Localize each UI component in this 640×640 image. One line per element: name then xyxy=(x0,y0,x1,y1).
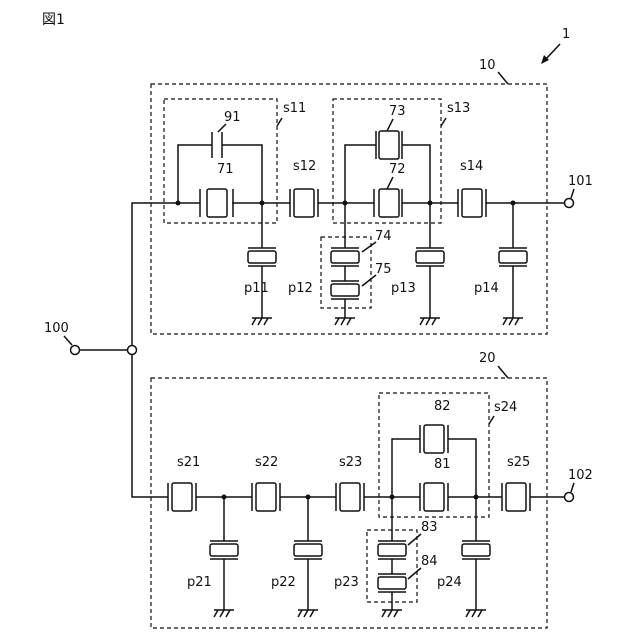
common-port-leader xyxy=(64,336,72,345)
filter-20-ref: 20 xyxy=(479,351,496,366)
element-73-leader xyxy=(387,119,393,131)
resonator-p13 xyxy=(416,248,444,266)
port-101-terminal[interactable] xyxy=(565,199,574,208)
port-102-label: 102 xyxy=(568,468,593,483)
element-72-label: 72 xyxy=(389,162,406,177)
element-83-label: 83 xyxy=(421,520,438,535)
element-81-label: 81 xyxy=(434,457,451,472)
s22-label: s22 xyxy=(255,455,278,470)
ground-icon-p23 xyxy=(382,610,402,617)
s11-label: s11 xyxy=(283,101,306,116)
element-74-label: 74 xyxy=(375,229,392,244)
s24-leader xyxy=(489,416,494,424)
resonator-s12 xyxy=(290,189,318,217)
ground-icon-p24 xyxy=(466,610,486,617)
ground-icon-p22 xyxy=(298,610,318,617)
element-75-label: 75 xyxy=(375,262,392,277)
element-83-leader xyxy=(408,534,421,545)
resonator-s25 xyxy=(502,483,530,511)
port-101-label: 101 xyxy=(568,174,593,189)
resonator-s22 xyxy=(252,483,280,511)
ground-icon-p12 xyxy=(335,318,355,325)
element-73-label: 73 xyxy=(389,104,406,119)
ground-icon-p14 xyxy=(503,318,523,325)
s21-label: s21 xyxy=(177,455,200,470)
port-102-leader xyxy=(571,483,574,492)
common-node xyxy=(128,346,137,355)
resonator-74 xyxy=(331,248,359,266)
port-102-terminal[interactable] xyxy=(565,493,574,502)
resonator-83 xyxy=(378,541,406,559)
s23-label: s23 xyxy=(339,455,362,470)
s25-label: s25 xyxy=(507,455,530,470)
ground-icon-p11 xyxy=(252,318,272,325)
resonator-84 xyxy=(378,574,406,592)
element-84-label: 84 xyxy=(421,554,438,569)
filter-20-leader xyxy=(498,366,508,378)
s14-label: s14 xyxy=(460,159,483,174)
device-ref-arrow xyxy=(541,44,560,64)
p11-label: p11 xyxy=(244,281,269,296)
resonator-72 xyxy=(374,189,402,217)
s12-label: s12 xyxy=(293,159,316,174)
filter-10-ref: 10 xyxy=(479,58,496,73)
element-91-leader xyxy=(218,124,226,132)
element-75-leader xyxy=(362,275,376,286)
p24-label: p24 xyxy=(437,575,462,590)
s13-leader xyxy=(441,118,446,126)
resonator-s23 xyxy=(336,483,364,511)
ground-icon-p13 xyxy=(420,318,440,325)
element-74-leader xyxy=(362,242,376,252)
resonator-81 xyxy=(420,483,448,511)
s13-label: s13 xyxy=(447,101,470,116)
resonator-s14 xyxy=(458,189,486,217)
p21-label: p21 xyxy=(187,575,212,590)
resonator-p22 xyxy=(294,541,322,559)
common-wiring xyxy=(80,203,200,497)
resonator-71 xyxy=(200,189,233,217)
p22-label: p22 xyxy=(271,575,296,590)
element-82-label: 82 xyxy=(434,399,451,414)
s24-label: s24 xyxy=(494,400,517,415)
s11-leader xyxy=(277,118,282,126)
common-port-terminal[interactable] xyxy=(71,346,80,355)
p14-label: p14 xyxy=(474,281,499,296)
ground-icon-p21 xyxy=(214,610,234,617)
p12-label: p12 xyxy=(288,281,313,296)
capacitor-91 xyxy=(212,132,222,158)
element-72-leader xyxy=(387,177,393,189)
device-ref: 1 xyxy=(562,27,570,42)
resonator-p11 xyxy=(248,248,276,266)
resonator-p24 xyxy=(462,541,490,559)
element-84-leader xyxy=(408,568,421,579)
resonator-82 xyxy=(420,425,448,453)
common-port-label: 100 xyxy=(44,321,69,336)
resonator-73 xyxy=(376,131,402,159)
element-91-label: 91 xyxy=(224,110,241,125)
p13-label: p13 xyxy=(391,281,416,296)
filter-10-leader xyxy=(498,72,508,84)
resonator-p14 xyxy=(499,248,527,266)
port-101-leader xyxy=(571,189,574,198)
figure-title: 図1 xyxy=(42,12,65,28)
element-71-label: 71 xyxy=(217,162,234,177)
resonator-p21 xyxy=(210,541,238,559)
p23-label: p23 xyxy=(334,575,359,590)
resonator-s21 xyxy=(168,483,196,511)
resonator-75 xyxy=(331,281,359,299)
